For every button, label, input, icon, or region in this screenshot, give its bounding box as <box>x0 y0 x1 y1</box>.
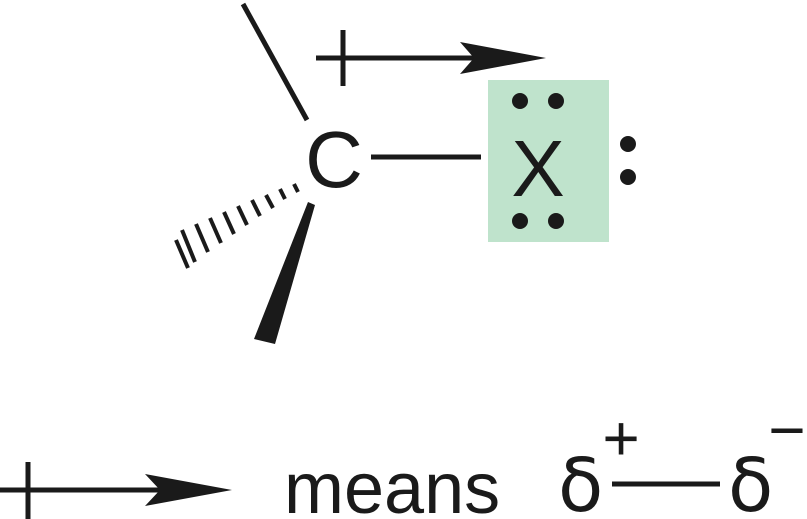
solid-wedge-bond <box>254 202 315 344</box>
lone-pair-dots-icon <box>512 93 636 229</box>
delta-positive-symbol: δ <box>558 443 603 519</box>
legend-means-text: means <box>284 449 500 519</box>
molecule-structure: C X <box>174 2 636 344</box>
positive-sign: + <box>602 402 639 474</box>
negative-sign: − <box>768 394 805 466</box>
dipole-legend: means δ + δ − <box>0 394 806 519</box>
crossed-arrow-icon <box>316 30 546 86</box>
carbon-atom-label: C <box>305 115 363 204</box>
delta-negative-symbol: δ <box>728 443 773 519</box>
halogen-highlight-box <box>488 80 609 242</box>
halogen-atom-label: X <box>511 124 564 213</box>
hashed-wedge-bond <box>174 183 300 269</box>
upper-bond <box>240 2 310 122</box>
legend-crossed-arrow-icon <box>0 462 232 519</box>
